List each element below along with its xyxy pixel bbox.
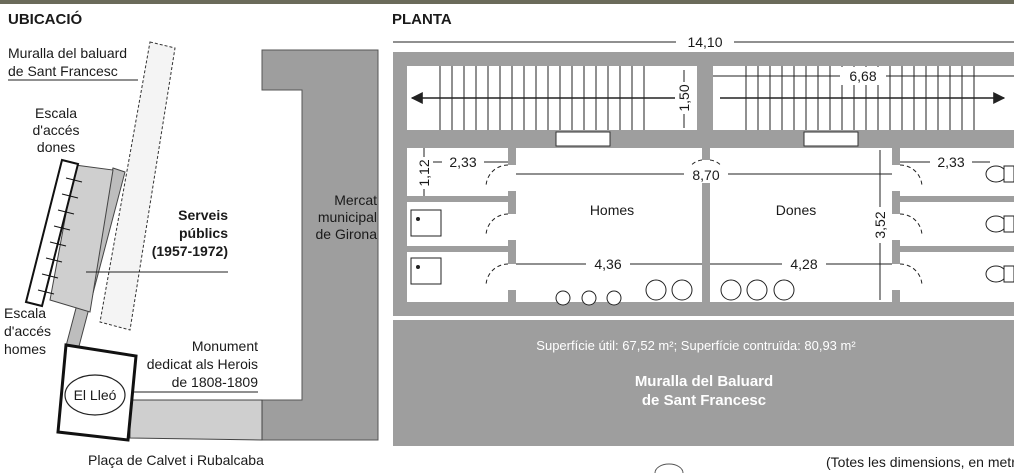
- hall-width-value: 8,70: [692, 167, 719, 183]
- monument-label-3: de 1808-1809: [172, 374, 259, 390]
- monument-label-1: Monument: [192, 338, 258, 354]
- bastion-wall-name-2: de Sant Francesc: [642, 392, 766, 409]
- wall-label-line2: de Sant Francesc: [8, 63, 118, 79]
- stair-depth-value: 1,50: [676, 84, 692, 111]
- door-gap-l1: [508, 165, 516, 191]
- cabin-right-bg: [930, 153, 972, 170]
- market-label-1: Mercat: [334, 192, 377, 208]
- wall-label-line1: Muralla del baluard: [8, 45, 127, 61]
- men-width-value: 4,36: [594, 256, 621, 272]
- door-gap-r2: [892, 214, 900, 240]
- cabin-left-value: 2,33: [449, 154, 476, 170]
- total-width-bg: [676, 33, 734, 51]
- women-width-value: 4,28: [790, 256, 817, 272]
- plaza-road: [129, 399, 263, 441]
- services-label-2: públics: [179, 225, 228, 241]
- left-partition-2: [407, 246, 516, 252]
- surface-text: Superfície útil: 67,52 m²; Superfície co…: [536, 338, 856, 353]
- women-stair-label-2: d'accés: [32, 122, 79, 138]
- door-gap-l3: [508, 264, 516, 290]
- right-partition-2: [892, 246, 1014, 252]
- left-cabin-sinks: [410, 209, 442, 285]
- plan-header: PLANTA: [392, 11, 452, 28]
- services-block: [49, 164, 114, 313]
- services-label-1: Serveis: [178, 207, 228, 223]
- door-gap-l2: [508, 214, 516, 240]
- stair-length-value: 6,68: [849, 68, 876, 84]
- men-width-bg: [586, 255, 630, 273]
- door-gap-r3: [892, 264, 900, 290]
- room-men-label: Homes: [590, 202, 634, 218]
- men-stair-label-3: homes: [4, 341, 46, 357]
- room-depth-bg: [871, 207, 889, 243]
- bastion-wall-band: [393, 320, 1014, 446]
- women-stair-label-3: dones: [37, 139, 75, 155]
- hall-width-bg: [684, 165, 728, 183]
- men-stair-label-2: d'accés: [4, 323, 51, 339]
- total-width-value: 14,10: [687, 34, 722, 50]
- men-stair-label-1: Escala: [4, 305, 46, 321]
- left-partition-1: [407, 196, 516, 202]
- stair-divider: [697, 66, 713, 130]
- square-label: Plaça de Calvet i Rubalcaba: [88, 452, 264, 468]
- stair-depth-bg: [675, 82, 693, 114]
- monument-label-2: dedicat als Herois: [147, 356, 258, 372]
- stair-element: [24, 158, 83, 308]
- window-left: [555, 131, 611, 147]
- market-building: [261, 49, 379, 441]
- cabin-height-value: 1,12: [416, 159, 432, 186]
- basins-row: [555, 279, 795, 306]
- door-swings: [485, 159, 923, 287]
- top-photo-strip: [0, 0, 1014, 4]
- market-label-2: municipal: [318, 209, 377, 225]
- lion-label: El Lleó: [74, 387, 117, 403]
- lion-oval: [64, 374, 126, 416]
- room-women-label: Dones: [776, 202, 816, 218]
- right-partition-1: [892, 196, 1014, 202]
- room-depth-value: 3,52: [872, 211, 888, 238]
- bottom-emblem-fragment: [654, 463, 684, 473]
- cabin-left-bg: [442, 153, 484, 170]
- window-right: [803, 131, 859, 147]
- bastion-wall-outline: [99, 41, 176, 331]
- right-cabin-toilets: [985, 165, 1014, 283]
- women-stair-label-1: Escala: [35, 105, 77, 121]
- cabin-height-bg: [415, 157, 433, 189]
- bastion-wall-name-1: Muralla del Baluard: [635, 373, 773, 390]
- market-label-3: de Girona: [316, 226, 378, 242]
- cabin-right-value: 2,33: [937, 154, 964, 170]
- dimensions-note: (Totes les dimensions, en metres): [826, 454, 1014, 470]
- services-label-3: (1957-1972): [152, 243, 228, 259]
- door-gap-r1: [892, 165, 900, 191]
- stair-length-bg: [840, 67, 886, 85]
- location-header: UBICACIÓ: [8, 10, 82, 28]
- central-wall: [702, 148, 710, 302]
- women-width-bg: [782, 255, 826, 273]
